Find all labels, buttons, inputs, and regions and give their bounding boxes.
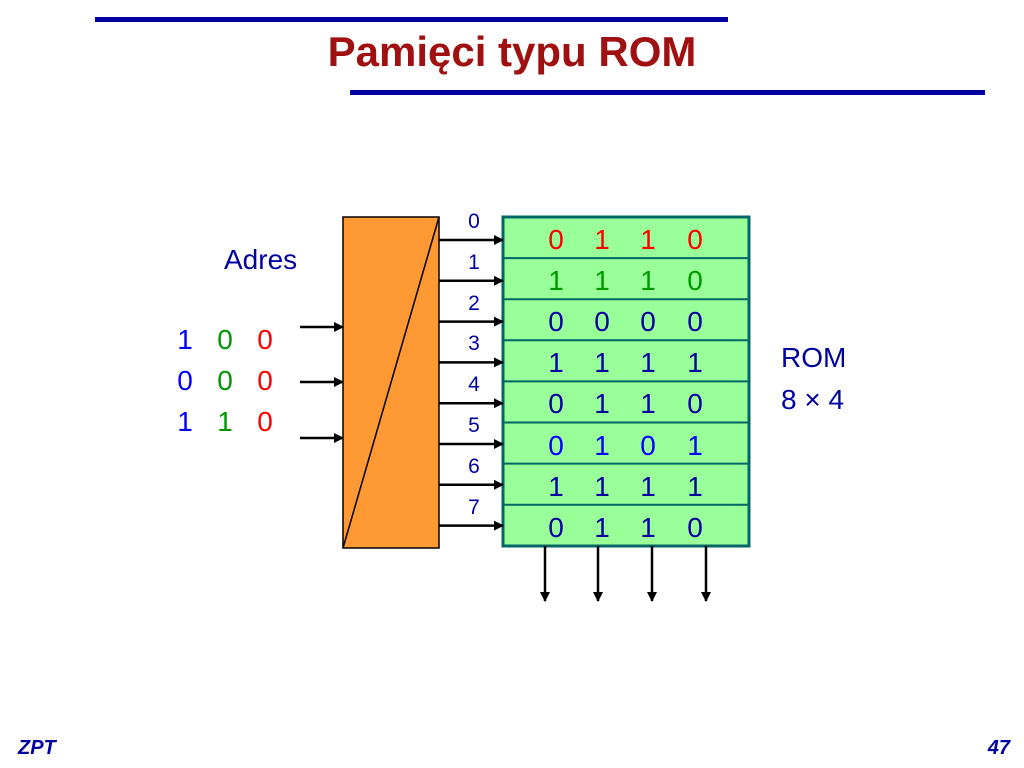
rom-cell: 0	[548, 429, 564, 461]
adres-label: Adres	[224, 244, 298, 275]
address-input-bit: 0	[257, 365, 273, 396]
address-input-bit: 0	[217, 365, 233, 396]
rom-cell: 1	[594, 265, 610, 297]
address-index-label: 1	[468, 250, 480, 274]
address-input-bit: 1	[217, 406, 233, 437]
rom-cell: 0	[594, 306, 610, 338]
rom-cell: 0	[687, 511, 703, 543]
rom-cell: 0	[687, 265, 703, 297]
rom-cell: 1	[687, 470, 703, 502]
rom-cell: 1	[640, 224, 656, 255]
rom-cell: 1	[594, 429, 610, 461]
address-index-label: 2	[468, 291, 480, 315]
rom-cell: 0	[687, 224, 703, 255]
rom-cell: 1	[594, 511, 610, 543]
rom-cell: 0	[640, 306, 656, 338]
address-input-bit: 1	[177, 324, 193, 355]
rom-cell: 1	[548, 265, 564, 297]
rom-cell: 1	[548, 347, 564, 379]
title-rule-top	[95, 17, 728, 22]
footer-page-number: 47	[987, 737, 1010, 759]
address-input-bit: 0	[257, 324, 273, 355]
address-input-bit: 1	[177, 406, 193, 437]
rom-cell: 1	[594, 347, 610, 379]
rom-cell: 0	[687, 306, 703, 338]
rom-cell: 0	[548, 306, 564, 338]
rom-cell: 1	[640, 511, 656, 543]
rom-cell: 1	[640, 470, 656, 502]
rom-cell: 1	[640, 265, 656, 297]
rom-cell: 1	[548, 470, 564, 502]
rom-cell: 1	[640, 347, 656, 379]
address-index-label: 0	[468, 210, 480, 233]
address-index-label: 3	[468, 332, 480, 356]
address-input-bit: 0	[217, 324, 233, 355]
address-input-bit: 0	[177, 365, 193, 396]
address-index-label: 6	[468, 454, 480, 478]
rom-cell: 0	[548, 224, 564, 255]
rom-cell: 0	[640, 429, 656, 461]
rom-cell: 1	[687, 347, 703, 379]
rom-label-line2: 8 × 4	[781, 384, 845, 415]
address-index-label: 7	[468, 495, 480, 519]
footer-left: ZPT	[18, 737, 56, 759]
rom-cell: 1	[594, 470, 610, 502]
rom-cell: 0	[548, 511, 564, 543]
decoder-diagonal	[342, 216, 440, 549]
address-index-label: 4	[468, 373, 480, 397]
rom-cell: 1	[687, 429, 703, 461]
address-input-bit: 0	[257, 406, 273, 437]
rom-cell: 1	[594, 224, 610, 255]
rom-cell: 1	[640, 388, 656, 420]
rom-cell: 0	[687, 388, 703, 420]
page-title: Pamięci typu ROM	[327, 28, 697, 75]
title-rule-bottom	[350, 90, 985, 95]
rom-label-line1: ROM	[781, 342, 847, 373]
rom-cell: 1	[594, 388, 610, 420]
rom-cell: 0	[548, 388, 564, 420]
address-index-label: 5	[468, 414, 480, 437]
